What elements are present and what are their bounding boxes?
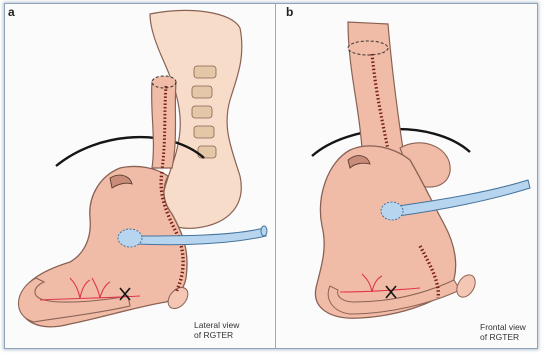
panel-b-illustration	[312, 22, 530, 318]
panel-b-label: b	[286, 5, 293, 19]
panel-a-caption-line2: of RGTER	[194, 330, 239, 340]
panel-b-caption: Frontal view of RGTER	[480, 322, 526, 342]
panel-a-caption: Lateral view of RGTER	[194, 320, 239, 340]
vertebra	[192, 86, 212, 98]
panel-a-caption-line1: Lateral view	[194, 320, 239, 330]
panel-b-caption-line2: of RGTER	[480, 332, 526, 342]
duodenum-end	[453, 272, 479, 301]
esophagus-cut-ring	[152, 76, 176, 88]
panel-a-label: a	[8, 5, 15, 19]
vertebra	[194, 126, 214, 138]
panel-a-illustration	[18, 10, 267, 326]
panel-b-caption-line1: Frontal view	[480, 322, 526, 332]
vertebra	[194, 66, 216, 78]
vertebra	[192, 106, 212, 118]
esophagus-cut-ring	[348, 41, 388, 55]
